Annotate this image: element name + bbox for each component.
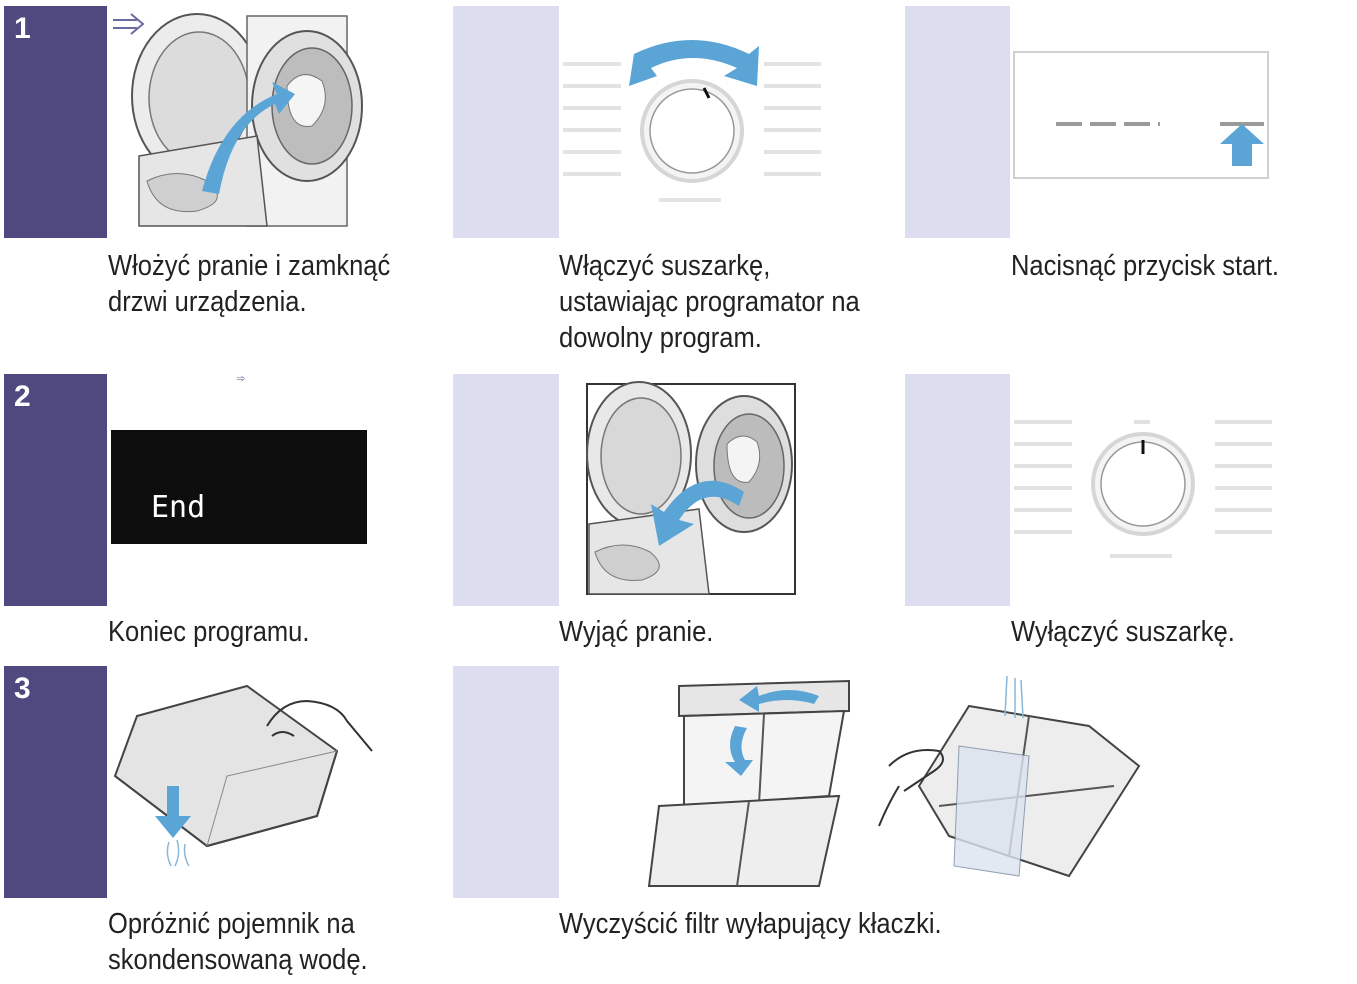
- illustration-start-button: [1010, 6, 1354, 238]
- caption-press-start: Nacisnąć przycisk start.: [1011, 250, 1280, 282]
- curved-arrow-icon: [629, 40, 759, 86]
- arrow-up-icon: [1220, 124, 1264, 166]
- curved-arrow-icon: [651, 480, 744, 546]
- arrow-right-icon: [113, 13, 145, 35]
- illustration-end-display: End: [107, 374, 453, 606]
- dial-icon: [640, 79, 744, 183]
- arrow-right-icon: [236, 375, 245, 382]
- end-display-text: End: [151, 490, 206, 525]
- illustration-clean-filter: [559, 666, 1354, 898]
- turn-off-drawing: [1014, 420, 1272, 558]
- illustration-load-laundry: [107, 6, 453, 238]
- turn-dial-drawing: [563, 40, 821, 202]
- caption-turn-on: Włączyć suszarkę,ustawiając programator …: [559, 250, 860, 354]
- caption-clean-filter: Wyczyścić filtr wyłapujący kłaczki.: [559, 908, 942, 940]
- start-button-drawing: [1013, 51, 1269, 179]
- clean-filter-drawing: [647, 675, 1141, 887]
- step-3-band: 3: [4, 666, 1354, 898]
- load-laundry-drawing: [113, 13, 363, 227]
- filter-cleaning: [878, 675, 1141, 878]
- caption-remove-laundry: Wyjąć pranie.: [559, 616, 714, 648]
- curved-arrow-icon: [202, 82, 295, 194]
- step-2-band: 2 End: [4, 374, 1354, 606]
- remove-laundry-drawing: [586, 381, 796, 595]
- illustration-remove-laundry: [559, 374, 905, 606]
- dial-icon: [1091, 432, 1195, 536]
- step-number-3: 3: [4, 666, 107, 898]
- step-number-2: 2: [4, 374, 107, 606]
- caption-program-end: Koniec programu.: [108, 616, 310, 648]
- step-1-band: 1: [4, 6, 1354, 238]
- empty-container-drawing: [113, 684, 373, 867]
- filter-open: [647, 679, 850, 887]
- end-display-screen: End: [111, 430, 367, 544]
- arrow-down-icon: [155, 786, 191, 838]
- step-number-1: 1: [4, 6, 107, 238]
- illustration-turn-dial: [559, 6, 905, 238]
- caption-turn-off: Wyłączyć suszarkę.: [1011, 616, 1235, 648]
- illustration-turn-off: [1010, 374, 1354, 606]
- curved-arrow-icon: [739, 686, 819, 712]
- arrow-down-icon: [725, 726, 753, 776]
- illustration-empty-container: [107, 666, 453, 898]
